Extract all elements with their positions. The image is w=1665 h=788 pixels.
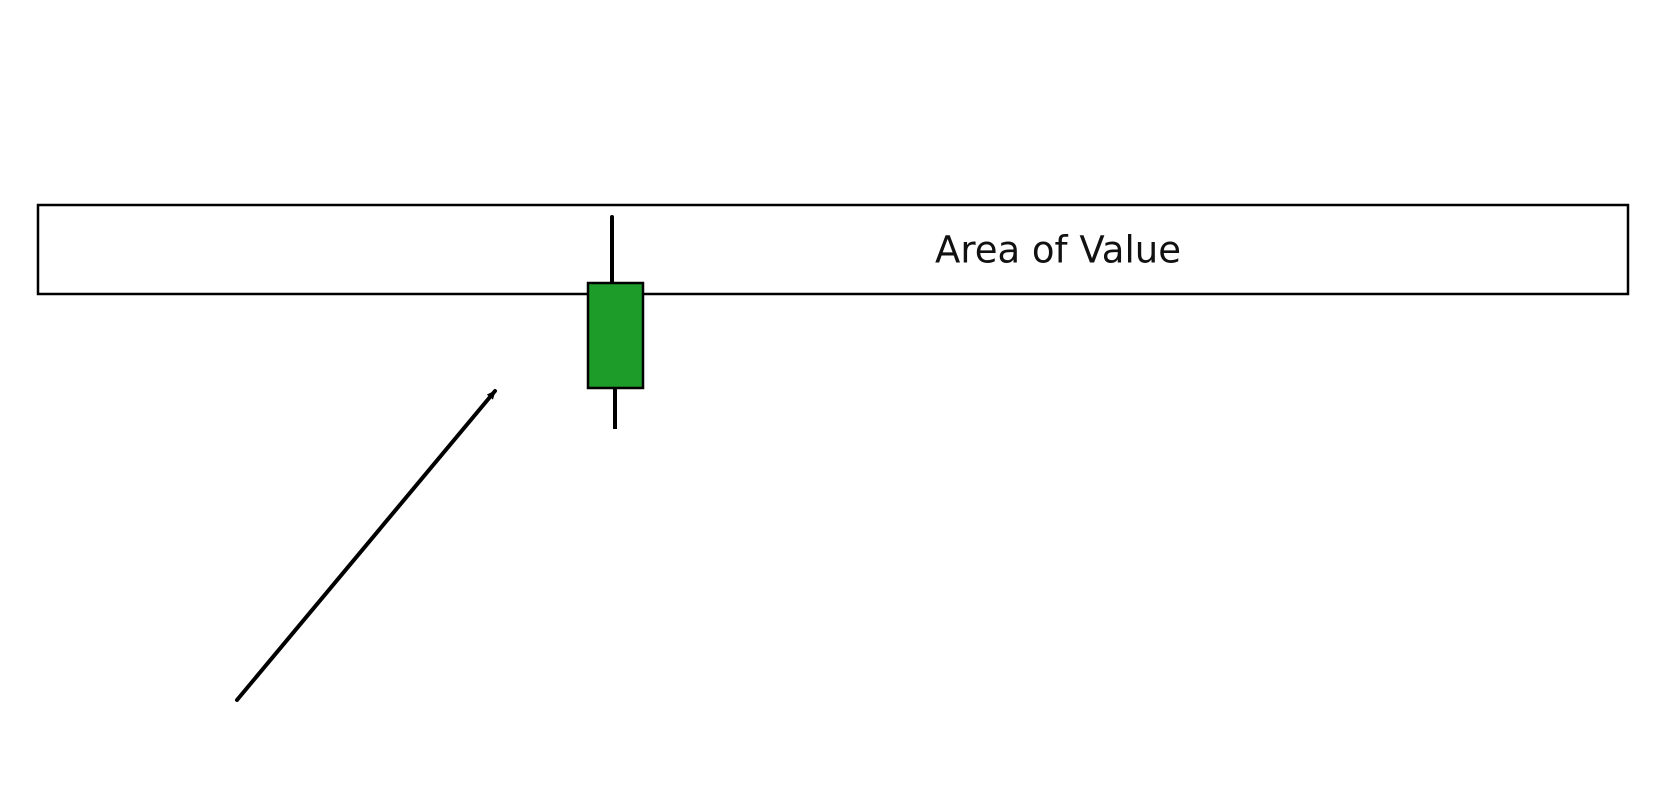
candlestick: [586, 215, 645, 429]
zone-label: Area of Value: [935, 229, 1181, 272]
uptrend-arrow: [235, 389, 497, 702]
area-of-value-zone: Area of Value: [36, 203, 1630, 296]
candle-body: [586, 281, 645, 390]
zone-rectangle: [36, 203, 1630, 296]
